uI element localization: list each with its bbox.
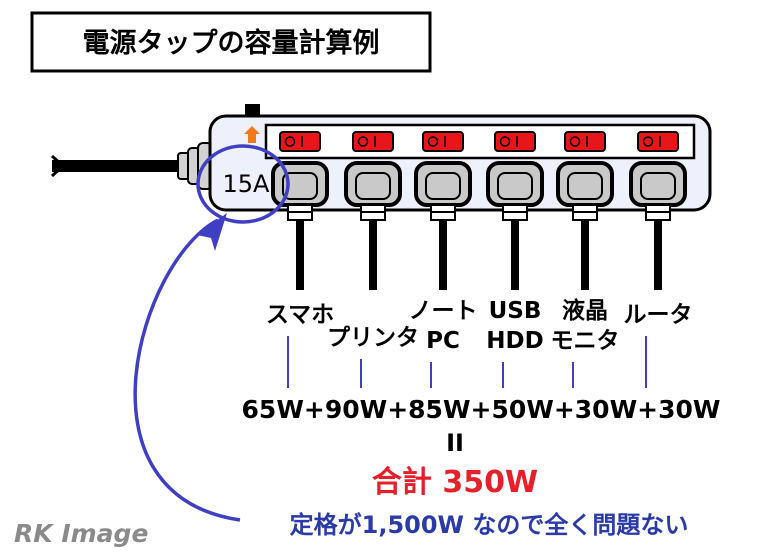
switch-router[interactable] [637,131,679,152]
conclusion-text: 定格が1,500W なので全く問題ない [290,511,689,539]
cord-usb-hdd [502,204,528,290]
outlet-smartphone[interactable] [271,161,329,207]
capacity-label: 15A [223,170,271,198]
equals-sign: II [446,429,464,457]
switch-lcd-monitor[interactable] [564,131,606,152]
blue-curved-arrow [133,218,241,522]
switch-printer[interactable] [352,131,394,152]
switch-usb-hdd[interactable] [494,131,536,152]
sum-expression: 65W+90W+85W+50W+30W+30W [242,395,721,424]
switch-smartphone[interactable] [279,131,321,152]
cord-notebook-pc [430,204,456,290]
device-label-smartphone: スマホ [266,302,334,328]
device-label-lcd-monitor: モニタ [551,328,620,354]
outlet-lcd-monitor[interactable] [556,161,614,207]
device-label-usb-hdd: USB [489,298,542,324]
device-label-notebook-pc: ノート [409,298,478,324]
outlet-printer[interactable] [344,161,402,207]
cord-router [645,204,671,290]
device-label-printer: プリンタ [327,325,419,351]
page-title: 電源タップの容量計算例 [83,27,380,59]
total-label: 合計 350W [372,465,538,500]
outlet-router[interactable] [629,161,687,207]
device-label-notebook-pc: PC [426,328,460,354]
watermark: RK Image [14,519,148,548]
title-box [30,11,432,73]
cord-smartphone [287,204,313,290]
cord-lcd-monitor [572,204,598,290]
orange-arrow-icon [244,126,260,143]
cord-printer [360,204,386,290]
outlet-notebook-pc[interactable] [414,161,472,207]
outlet-usb-hdd[interactable] [486,161,544,207]
device-label-usb-hdd: HDD [486,328,543,354]
switch-panel [264,123,696,160]
device-label-router: ルータ [624,302,693,328]
device-label-lcd-monitor: 液晶 [562,297,608,324]
switch-notebook-pc[interactable] [422,131,464,152]
power-cord [50,142,213,190]
blue-arrow-head-icon [197,213,227,251]
capacity-highlight-circle [196,144,290,224]
